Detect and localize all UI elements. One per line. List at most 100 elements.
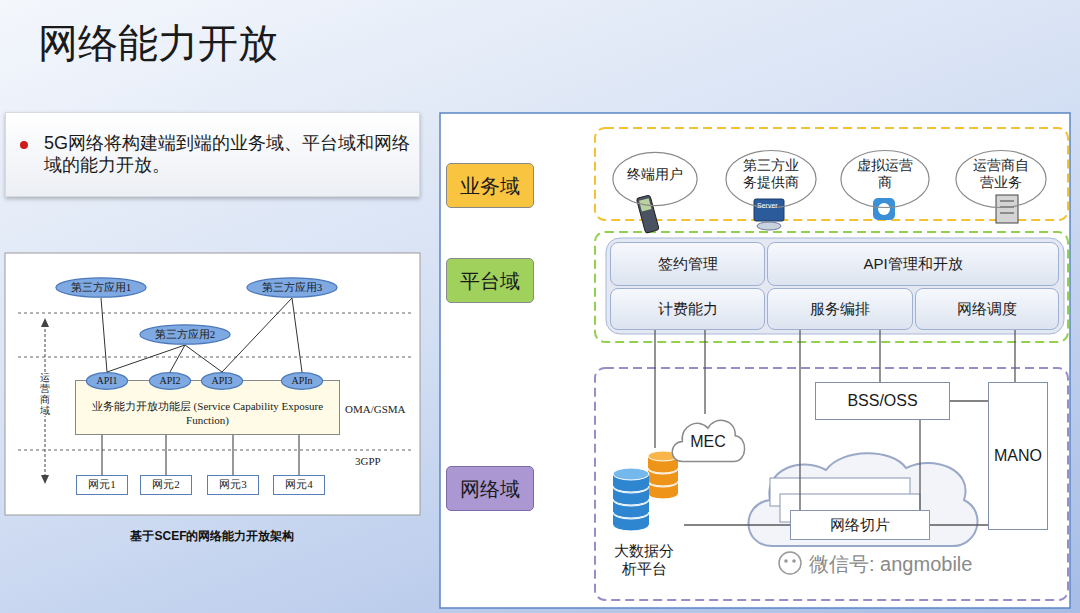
slice-cloud	[748, 453, 977, 546]
connector	[170, 345, 185, 372]
domain-tag: 网络域	[446, 466, 534, 511]
node-text: 业务能力开放功能层 (Service Capability Exposure F…	[88, 400, 328, 426]
scef-figure-frame	[5, 253, 420, 515]
node-text: APIn	[291, 375, 312, 387]
watermark: 微信号: angmobile	[806, 551, 975, 578]
node-text: 网络域	[460, 477, 520, 501]
network-element-box: 网元1	[76, 475, 128, 495]
node-text: 第三方应用1	[71, 281, 132, 294]
api-ellipse: API1	[86, 372, 128, 390]
ellipse-outline	[201, 373, 242, 390]
database-icon	[613, 451, 678, 531]
app-ellipse: 第三方应用3	[246, 277, 338, 298]
bigdata-platform: 大数据分析平台	[604, 448, 684, 580]
node-text: 5G网络将构建端到端的业务域、平台域和网络域的能力开放。	[44, 133, 412, 176]
figure-caption: 基于SCEF的网络能力开放架构	[5, 528, 420, 545]
ellipse-outline	[281, 373, 322, 390]
slice-cloud	[748, 453, 977, 546]
connector	[684, 524, 790, 525]
connector	[654, 330, 655, 448]
connector	[950, 400, 988, 401]
domain-tag: 业务域	[446, 163, 534, 208]
mvno-icon	[873, 198, 895, 220]
node-text: 大数据分析平台	[612, 542, 676, 578]
node-text: 平台域	[460, 269, 520, 293]
building-icon	[1000, 201, 1014, 202]
connector	[704, 330, 705, 414]
layer-tag: 3GPP	[355, 455, 381, 467]
user-icons	[636, 195, 1018, 233]
platform-box: API管理和开放	[767, 242, 1059, 286]
system-box: BSS/OSS	[815, 382, 950, 420]
node-text: BSS/OSS	[847, 391, 917, 410]
network-element-box: 网元3	[207, 475, 259, 495]
building-icon	[996, 195, 1018, 223]
node-text: API1	[96, 375, 117, 387]
platform-box: 服务编排	[767, 288, 913, 330]
connector	[299, 435, 300, 475]
node-text: 运营商自营业务	[971, 157, 1031, 191]
node-text: API管理和开放	[863, 255, 962, 273]
connector	[102, 435, 103, 475]
node-text: 服务编排	[810, 300, 870, 318]
wechat-icon	[792, 559, 796, 563]
platform-box: 计费能力	[610, 288, 765, 330]
ellipse-outline	[956, 150, 1046, 207]
scef-figure-frame	[18, 357, 412, 358]
user-oval: 终端用户	[612, 150, 698, 208]
server-icon	[754, 199, 784, 221]
wechat-icon	[779, 552, 801, 574]
database-icon	[613, 468, 649, 480]
domain-span-arrow	[41, 318, 49, 484]
node-text: 第三方业务提供商	[741, 157, 801, 191]
app-ellipse: 第三方应用1	[55, 277, 147, 298]
user-oval: 虚拟运营商	[840, 148, 930, 210]
node-text: 第三方应用3	[262, 281, 323, 294]
api-ellipse: API3	[201, 372, 243, 390]
domain-panel	[606, 238, 1064, 334]
node-text: 网元3	[219, 478, 247, 491]
ellipse-outline	[613, 152, 697, 205]
node-text: 网元2	[152, 478, 180, 491]
bullet-box: 5G网络将构建端到端的业务域、平台域和网络域的能力开放。	[5, 112, 420, 197]
node-text: 虚拟运营商	[855, 157, 915, 191]
node-text: 网元1	[88, 478, 116, 491]
mvno-icon	[878, 203, 890, 215]
scef-figure-frame	[18, 450, 412, 451]
user-oval: 第三方业务提供商	[725, 148, 817, 210]
node-text: 业务域	[460, 174, 520, 198]
connector	[233, 435, 234, 475]
node-text: 网元4	[285, 478, 313, 491]
domain-panel	[595, 368, 1068, 600]
platform-box: 网络调度	[915, 288, 1059, 330]
connector	[930, 524, 988, 525]
cloud-outline	[672, 420, 744, 461]
scef-figure-frame	[18, 313, 412, 314]
phone-icon	[636, 195, 659, 233]
slide-title: 网络能力开放	[38, 16, 278, 71]
ellipse-outline	[149, 373, 190, 390]
mvno-icon	[873, 198, 895, 220]
ellipse-outline	[841, 150, 929, 207]
node-text: 网络切片	[830, 516, 890, 534]
ellipse-outline	[56, 278, 146, 297]
system-box: MANO	[988, 382, 1048, 530]
server-icon	[754, 199, 784, 230]
connector	[185, 345, 222, 372]
layer-tag: OMA/GSMA	[345, 403, 406, 415]
ellipse-outline	[247, 278, 337, 297]
domain-panel	[595, 232, 1068, 342]
api-ellipse: APIn	[281, 372, 323, 390]
connector	[799, 330, 800, 510]
node-text: 签约管理	[658, 255, 718, 273]
node-text: 第三方应用2	[155, 328, 216, 341]
domain-panel	[440, 113, 1070, 608]
domain-span-arrow	[41, 475, 49, 484]
scef-figure-frame	[5, 253, 420, 515]
connector	[879, 330, 880, 382]
bullet-dot	[20, 141, 28, 149]
icon-label: Server	[757, 202, 778, 209]
node-text: MANO	[994, 446, 1042, 465]
node-text: 网络调度	[957, 300, 1017, 318]
ellipse-outline	[86, 373, 127, 390]
